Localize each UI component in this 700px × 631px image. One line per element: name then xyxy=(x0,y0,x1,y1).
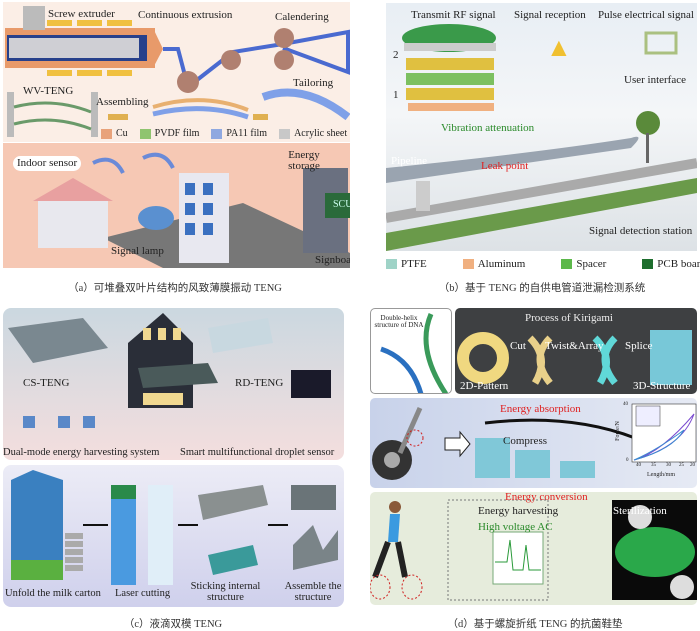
landing-gear-illustration xyxy=(372,406,636,480)
panel-d-dna: Double-helix structure of DNA xyxy=(370,308,452,394)
chart-ylabel: Force/N xyxy=(614,421,621,441)
label-signal-reception: Signal reception xyxy=(514,9,586,21)
label-signboard: Signboard xyxy=(315,254,350,266)
legend-label: PA11 film xyxy=(226,128,268,139)
legend-label: Spacer xyxy=(576,258,607,270)
chart-xtick: 20 xyxy=(690,463,695,468)
legend-label: PTFE xyxy=(401,258,427,270)
label-energy-storage: Energy storage xyxy=(288,149,320,172)
label-high-voltage-ac: High voltage AC xyxy=(478,521,553,533)
panel-c-top: CS-TENG RD-TENG Dual-mode energy harvest… xyxy=(3,308,344,460)
panel-d-conversion: Energy conversion Energy harvesting High… xyxy=(370,492,697,605)
label-splice: Splice xyxy=(625,340,653,352)
label-sterilization: Sterilization xyxy=(613,505,667,517)
panel-a-process: Screw extruder Continuous extrusion Cale… xyxy=(3,2,350,142)
caption-d: （d）基于螺旋折纸 TENG 的抗菌鞋垫 xyxy=(447,619,623,630)
legend-label: Acrylic sheet xyxy=(294,128,348,139)
label-laser-cutting: Laser cutting xyxy=(115,588,171,599)
label-number-2: 2 xyxy=(393,49,399,61)
legend-label: Aluminum xyxy=(477,258,526,270)
legend-item: PCB board xyxy=(642,258,700,270)
label-calendering: Calendering xyxy=(275,11,329,23)
panel-b: Transmit RF signal Signal reception Puls… xyxy=(386,3,697,251)
force-length-chart: Force/N 0 40 40 35 30 25 20 Length/mm xyxy=(615,402,697,482)
label-2d-pattern: 2D-Pattern xyxy=(460,380,509,392)
chart-xtick: 25 xyxy=(679,463,684,468)
kirigami-illustration xyxy=(457,330,692,386)
caption-c: （c）液滴双模 TENG xyxy=(123,619,223,630)
label-3d-structure: 3D-Structure xyxy=(633,380,691,392)
label-energy-conversion: Energy conversion xyxy=(505,492,588,503)
label-energy-harvesting: Energy harvesting xyxy=(478,505,559,517)
legend-label: PCB board xyxy=(657,258,700,270)
label-kirigami: Process of Kirigami xyxy=(525,312,613,324)
panel-d-kirigami: Process of Kirigami Cut Twist&Array Spli… xyxy=(455,308,697,394)
city-illustration xyxy=(33,152,350,268)
label-dna: Double-helix structure of DNA xyxy=(374,314,424,329)
label-sticking: Sticking internal structure xyxy=(190,581,261,603)
legend-item: PTFE xyxy=(386,258,427,270)
label-signal-detection-station: Signal detection station xyxy=(589,225,693,237)
chart-xlabel: Length/mm xyxy=(647,472,675,478)
legend-item: Spacer xyxy=(561,258,606,270)
legend-item: Aluminum xyxy=(462,258,526,270)
chart-ytick: 0 xyxy=(626,458,629,463)
label-transmit-rf: Transmit RF signal xyxy=(411,9,496,21)
label-scut: SCUT xyxy=(333,199,350,210)
panel-a-city: Indoor sensor Energy storage Signal lamp… xyxy=(3,143,350,268)
label-signal-lamp: Signal lamp xyxy=(111,245,164,257)
runner-insole-illustration xyxy=(370,499,697,601)
label-energy-absorption: Energy absorption xyxy=(500,403,581,415)
label-number-1: 1 xyxy=(393,89,399,101)
chart-xtick: 35 xyxy=(651,463,656,468)
label-assembling: Assembling xyxy=(96,96,149,108)
milk-carton-illustration xyxy=(11,470,338,585)
label-dual-mode: Dual-mode energy harvesting system xyxy=(3,447,160,458)
panel-a-legend: Cu PVDF film PA11 film Acrylic sheet xyxy=(101,128,347,139)
label-assemble: Assemble the structure xyxy=(284,581,342,603)
label-cs-teng: CS-TENG xyxy=(23,377,70,389)
label-droplet-sensor: Smart multifunctional droplet sensor xyxy=(180,447,335,458)
label-compress: Compress xyxy=(503,435,547,447)
legend-item: Cu xyxy=(101,128,128,139)
label-screw-extruder: Screw extruder xyxy=(48,8,115,20)
label-rd-teng: RD-TENG xyxy=(235,377,284,389)
hysteresis-plot xyxy=(631,403,697,463)
house-illustration xyxy=(8,313,331,428)
caption-a: （a）可堆叠双叶片结构的风致薄膜振动 TENG xyxy=(68,283,282,294)
chart-xtick: 30 xyxy=(666,463,671,468)
label-continuous-extrusion: Continuous extrusion xyxy=(138,9,233,21)
caption-b: （b）基于 TENG 的自供电管道泄漏检测系统 xyxy=(438,283,646,294)
pipeline-illustration xyxy=(386,24,697,251)
dna-helix-illustration xyxy=(380,313,449,393)
label-wv-teng: WV-TENG xyxy=(23,85,74,97)
panel-b-legend: PTFE Aluminum Spacer PCB board xyxy=(386,258,700,270)
legend-item: Acrylic sheet xyxy=(279,128,347,139)
label-user-interface: User interface xyxy=(624,74,686,86)
label-pipeline: Pipeline xyxy=(391,155,428,167)
panel-d-absorption: Energy absorption Compress Force/N 0 40 … xyxy=(370,398,697,488)
label-indoor-sensor: Indoor sensor xyxy=(13,156,82,171)
label-tailoring: Tailoring xyxy=(293,77,334,89)
antenna-icon: ▲ xyxy=(546,33,572,62)
label-unfold-carton: Unfold the milk carton xyxy=(5,588,101,599)
label-twist-array: Twist&Array xyxy=(545,340,604,352)
chart-xtick: 40 xyxy=(636,463,641,468)
label-leak-point: Leak point xyxy=(481,160,529,172)
legend-item: PA11 film xyxy=(211,128,267,139)
extruder-illustration xyxy=(5,6,350,137)
label-vibration-attenuation: Vibration attenuation xyxy=(441,122,535,134)
legend-item: PVDF film xyxy=(139,128,200,139)
chart-ytick: 40 xyxy=(623,402,628,407)
label-cut: Cut xyxy=(510,340,526,352)
label-pulse-signal: Pulse electrical signal xyxy=(598,9,694,21)
legend-label: Cu xyxy=(116,128,128,139)
legend-label: PVDF film xyxy=(154,128,200,139)
panel-c-bottom: Unfold the milk carton Laser cutting Sti… xyxy=(3,465,344,607)
